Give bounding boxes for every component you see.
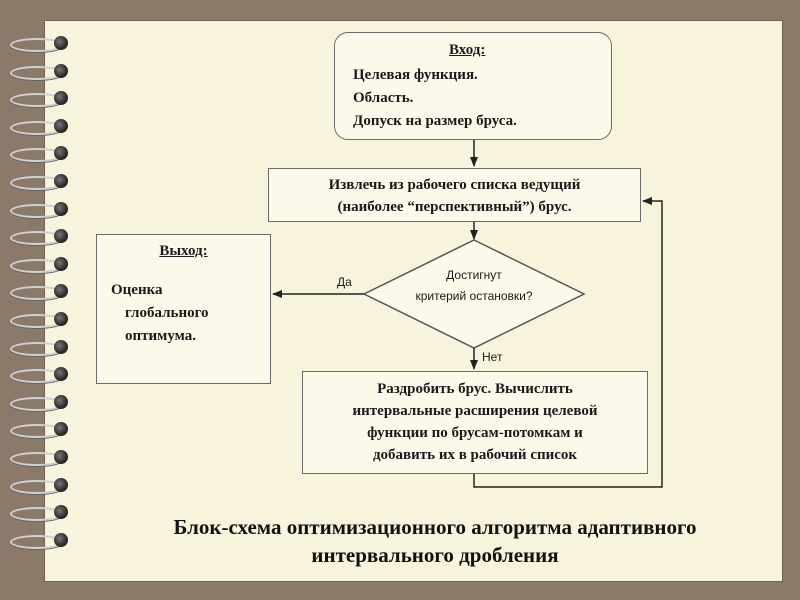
ring-wire xyxy=(10,396,64,411)
ring-hole xyxy=(54,367,68,382)
output-line-1: Оценка xyxy=(111,282,163,298)
spiral-ring xyxy=(10,117,74,137)
ring-hole xyxy=(54,422,68,437)
spiral-ring xyxy=(10,393,74,413)
arrow-loop-back xyxy=(473,197,663,488)
ring-wire xyxy=(10,148,64,163)
input-block: Вход: Целевая функция. Область. Допуск н… xyxy=(334,32,612,140)
decision-text: Достигнут критерий остановки? xyxy=(384,265,564,307)
spiral-ring xyxy=(10,448,74,468)
ring-hole xyxy=(54,256,68,271)
ring-wire xyxy=(10,231,64,246)
spiral-ring xyxy=(10,420,74,440)
spiral-ring xyxy=(10,200,74,220)
ring-wire xyxy=(10,314,64,328)
input-title: Вход: xyxy=(449,42,486,58)
output-block: Выход: Оценка глобального оптимума. xyxy=(96,234,271,384)
ring-wire xyxy=(10,38,64,52)
ring-wire xyxy=(10,120,64,135)
ring-hole xyxy=(54,284,68,299)
ring-wire xyxy=(10,176,64,190)
input-line-3: Допуск на размер бруса. xyxy=(353,113,517,129)
caption-line-1: Блок-схема оптимизационного алгоритма ад… xyxy=(173,515,697,539)
spiral-ring xyxy=(10,34,74,54)
ring-hole xyxy=(54,394,68,409)
spiral-ring xyxy=(10,172,74,192)
ring-wire xyxy=(10,479,64,494)
ring-wire xyxy=(10,286,64,301)
ring-wire xyxy=(10,534,64,549)
ring-wire xyxy=(10,258,64,273)
yes-label: Да xyxy=(337,275,352,289)
spiral-ring xyxy=(10,310,74,330)
ring-hole xyxy=(54,450,68,464)
extract-block: Извлечь из рабочего списка ведущий (наиб… xyxy=(268,168,641,222)
split-block: Раздробить брус. Вычислить интервальные … xyxy=(302,371,648,474)
spiral-ring xyxy=(10,62,74,82)
output-title: Выход: xyxy=(159,243,208,259)
split-line-2: интервальные расширения целевой xyxy=(352,403,598,419)
no-label: Нет xyxy=(482,350,503,364)
ring-hole xyxy=(54,146,68,161)
spiral-ring xyxy=(10,531,74,551)
ring-wire xyxy=(10,65,64,80)
caption-line-2: интервального дробления xyxy=(311,543,559,567)
ring-hole xyxy=(54,339,68,354)
ring-hole xyxy=(54,505,68,520)
split-line-1: Раздробить брус. Вычислить xyxy=(377,381,573,397)
ring-hole xyxy=(54,118,68,133)
ring-wire xyxy=(10,424,64,439)
ring-wire xyxy=(10,369,64,384)
ring-hole xyxy=(54,36,68,50)
spiral-ring xyxy=(10,89,74,109)
ring-hole xyxy=(54,63,68,78)
ring-wire xyxy=(10,341,64,356)
output-line-2: глобального xyxy=(125,305,209,321)
spiral-ring xyxy=(10,476,74,496)
decision-line-2: критерий остановки? xyxy=(415,289,533,303)
ring-wire xyxy=(10,452,64,466)
diagram-caption: Блок-схема оптимизационного алгоритма ад… xyxy=(90,513,780,569)
ring-hole xyxy=(54,174,68,188)
input-line-1: Целевая функция. xyxy=(353,67,478,83)
input-line-2: Область. xyxy=(353,90,414,106)
ring-wire xyxy=(10,203,64,218)
spiral-ring xyxy=(10,338,74,358)
ring-hole xyxy=(54,201,68,216)
spiral-ring xyxy=(10,255,74,275)
split-line-3: функции по брусам-потомкам и xyxy=(367,425,583,441)
extract-line-1: Извлечь из рабочего списка ведущий xyxy=(328,177,581,193)
extract-line-2: (наиболее “перспективный”) брус. xyxy=(337,199,572,215)
ring-hole xyxy=(54,477,68,492)
ring-wire xyxy=(10,93,64,108)
decision-line-1: Достигнут xyxy=(446,268,502,282)
spiral-ring xyxy=(10,282,74,302)
spiral-ring xyxy=(10,227,74,247)
spiral-ring xyxy=(10,503,74,523)
ring-hole xyxy=(54,312,68,326)
spiral-ring xyxy=(10,144,74,164)
output-line-3: оптимума. xyxy=(125,328,197,344)
split-line-4: добавить их в рабочий список xyxy=(372,447,578,463)
ring-hole xyxy=(54,229,68,244)
spiral-ring xyxy=(10,365,74,385)
ring-wire xyxy=(10,507,64,522)
ring-hole xyxy=(54,91,68,106)
ring-hole xyxy=(54,532,68,547)
